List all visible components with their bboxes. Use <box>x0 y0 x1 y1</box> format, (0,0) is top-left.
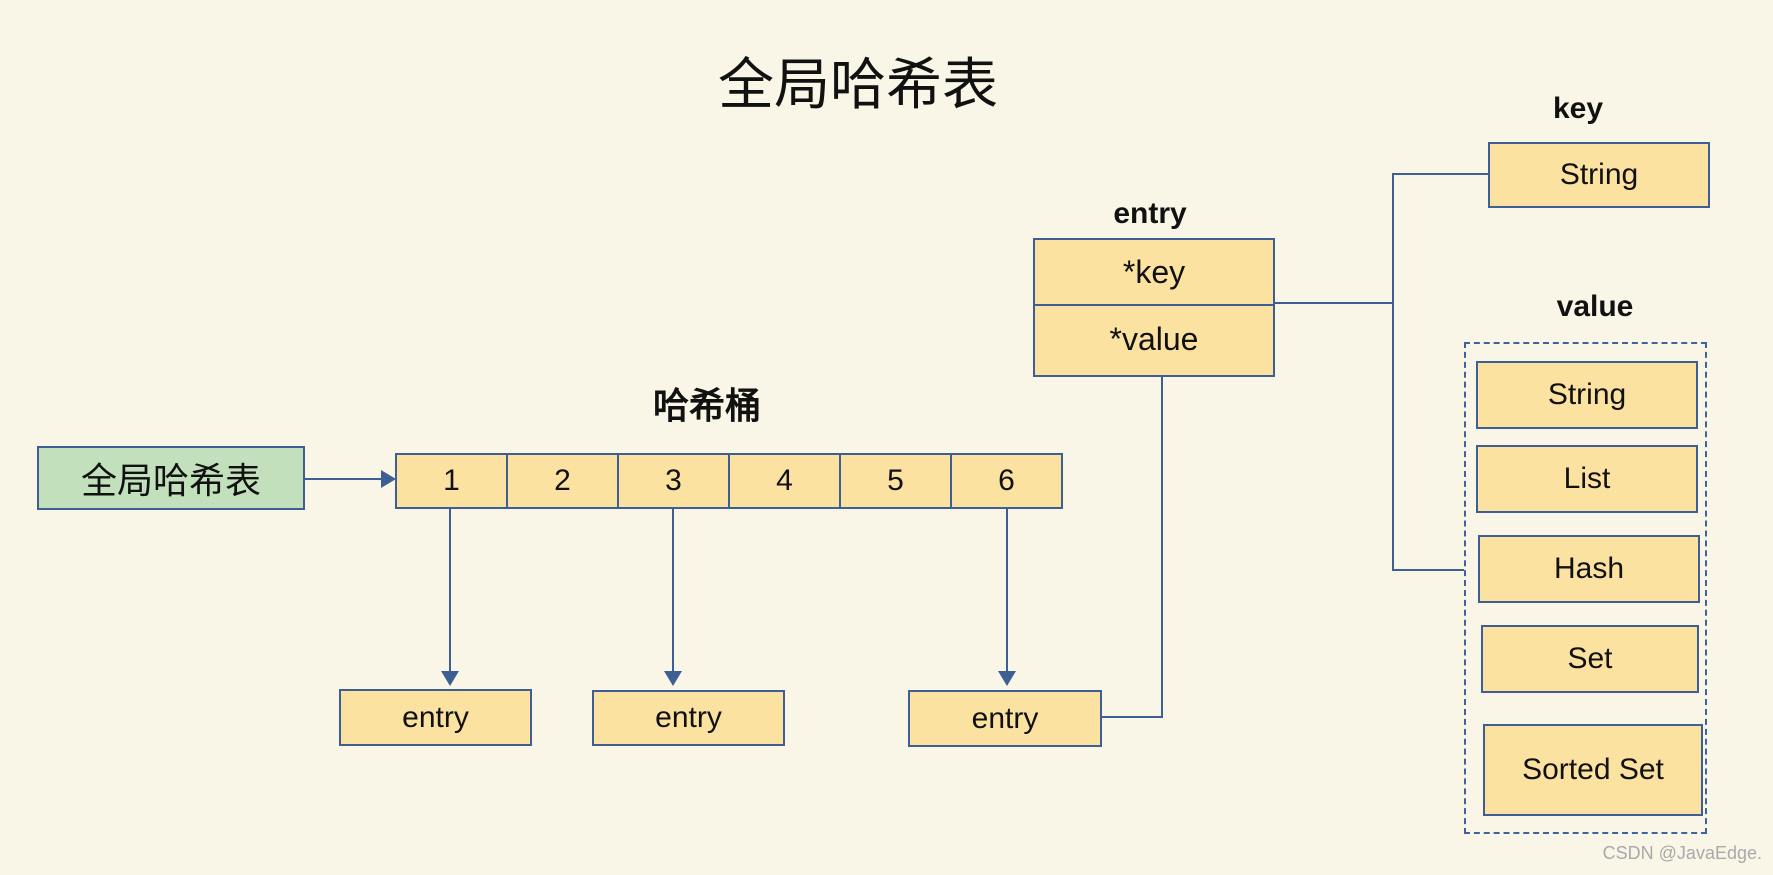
connector-spine-to-key <box>1392 173 1488 175</box>
connector-value-down <box>1161 377 1163 718</box>
value-type-hash: Hash <box>1478 535 1700 603</box>
value-type-list: List <box>1476 445 1698 513</box>
global-hash-table-label: 全局哈希表 <box>80 460 261 501</box>
value-type-string: String <box>1476 361 1698 429</box>
key-type-box: String <box>1488 142 1710 208</box>
arrow-head-table-to-buckets-icon <box>381 470 396 488</box>
connector-entry-to-spine <box>1275 302 1394 304</box>
bucket-cell-3: 3 <box>617 455 728 507</box>
value-types-container: String List Hash Set Sorted Set <box>1464 342 1707 834</box>
arrow-head-bucket3-to-entry-icon <box>664 671 682 686</box>
bucket-cell-5: 5 <box>839 455 950 507</box>
entry-box-3: entry <box>908 690 1102 747</box>
arrow-line-bucket3-to-entry <box>672 509 674 674</box>
arrow-head-bucket1-to-entry-icon <box>441 671 459 686</box>
connector-value-to-entry3 <box>1102 716 1163 718</box>
entry-struct-box: *key *value <box>1033 238 1275 377</box>
global-hash-table-box: 全局哈希表 <box>37 446 305 510</box>
hash-bucket-array: 1 2 3 4 5 6 <box>395 453 1063 509</box>
hash-bucket-label: 哈希桶 <box>652 385 761 426</box>
arrow-head-bucket6-to-entry-icon <box>998 671 1016 686</box>
diagram-title: 全局哈希表 <box>718 53 998 116</box>
entry-box-2: entry <box>592 690 785 746</box>
value-type-sorted-set: Sorted Set <box>1483 724 1703 816</box>
bucket-cell-6: 6 <box>950 455 1061 507</box>
watermark-text: CSDN @JavaEdge. <box>1602 843 1762 863</box>
value-section-label: value <box>1556 290 1634 323</box>
entry-struct-label: entry <box>1113 197 1187 230</box>
key-section-label: key <box>1552 92 1604 125</box>
bucket-cell-4: 4 <box>728 455 839 507</box>
entry-box-1: entry <box>339 689 532 746</box>
arrow-line-bucket1-to-entry <box>449 509 451 674</box>
arrow-line-bucket6-to-entry <box>1006 509 1008 674</box>
value-type-set: Set <box>1481 625 1699 693</box>
connector-spine-to-value <box>1392 569 1464 571</box>
arrow-line-table-to-buckets <box>305 478 383 480</box>
entry-field-key: *key <box>1035 240 1273 306</box>
connector-spine <box>1392 173 1394 571</box>
bucket-cell-1: 1 <box>443 464 460 497</box>
entry-field-value: *value <box>1109 321 1199 357</box>
bucket-cell-2: 2 <box>506 455 617 507</box>
